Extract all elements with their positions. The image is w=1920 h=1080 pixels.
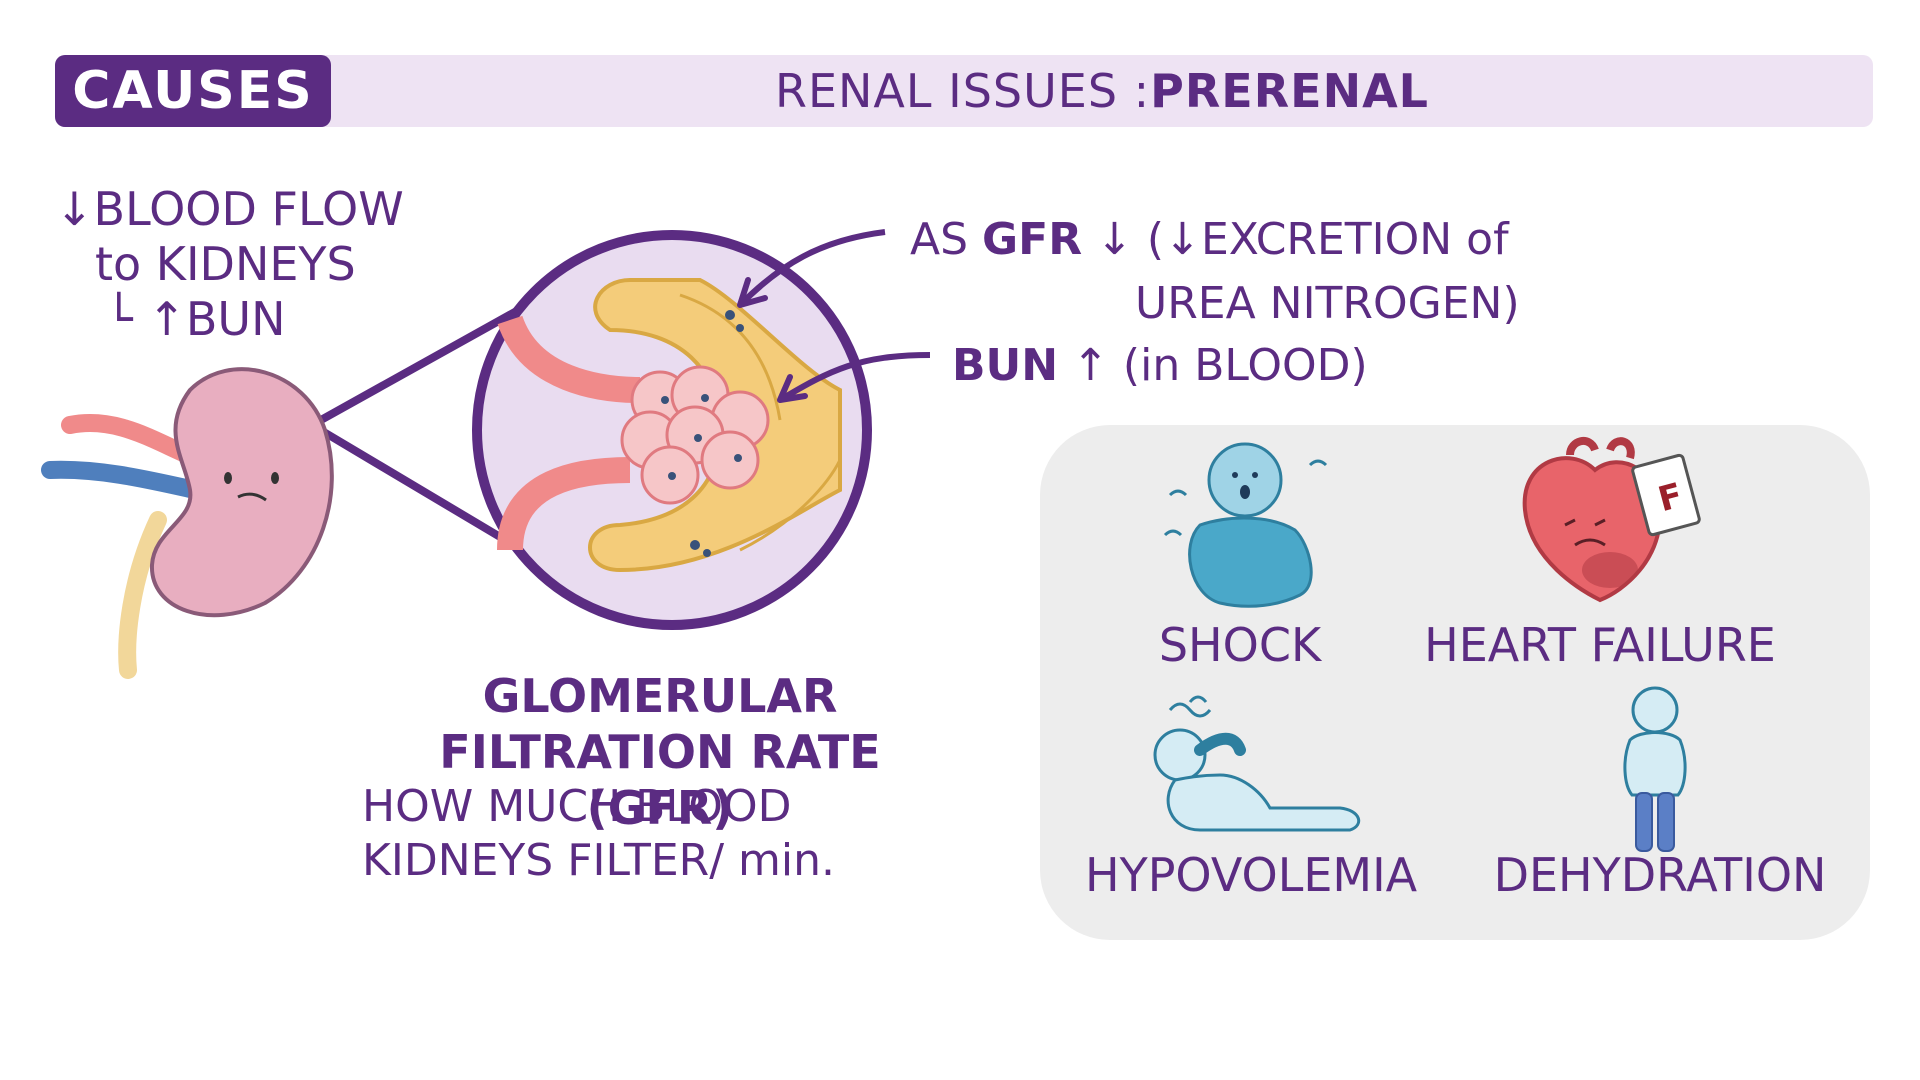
bun-note-suffix: ↑ (in BLOOD) <box>1058 340 1368 391</box>
causes-panel <box>1040 425 1870 940</box>
gfr-title-line2: FILTRATION RATE (GFR) <box>439 725 881 836</box>
gfr-note-gfr: GFR <box>982 214 1083 265</box>
blood-flow-note: ↓BLOOD FLOW to KIDNEYS └ ↑BUN <box>55 182 404 348</box>
page-title: RENAL ISSUES : PRERENAL <box>331 55 1873 127</box>
cause-label-dehydration: DEHYDRATION <box>1493 848 1827 902</box>
dehydrated-figure-icon <box>1623 686 1687 852</box>
causes-tab: CAUSES <box>55 55 331 127</box>
glomerulus-magnifier <box>472 230 872 630</box>
gfr-desc-line2: KIDNEYS FILTER/ min. <box>362 834 835 886</box>
title-bold: PRERENAL <box>1150 64 1429 118</box>
gfr-note-suffix: ↓ (↓EXCRETION of <box>1082 214 1509 265</box>
gfr-definition-title: GLOMERULAR FILTRATION RATE (GFR) <box>370 668 950 836</box>
bun-note-bun: BUN <box>952 340 1059 391</box>
header-band <box>55 55 1873 127</box>
gfr-note-line2: UREA NITROGEN) <box>1135 277 1520 329</box>
gfr-title-line1: GLOMERULAR <box>482 669 838 723</box>
gfr-note-prefix: AS <box>910 214 983 265</box>
annotation-arrows <box>737 229 931 403</box>
shock-figure-icon <box>1163 442 1328 608</box>
gfr-desc-line1: HOW MUCH BLOOD <box>362 781 792 832</box>
gfr-decrease-note: AS GFR ↓ (↓EXCRETION of UREA NITROGEN) <box>910 208 1520 336</box>
gfr-definition-description: HOW MUCH BLOOD KIDNEYS FILTER/ min. <box>362 780 835 887</box>
kidney-icon <box>149 367 334 618</box>
kidney-glomerulus-diagram <box>41 230 872 679</box>
report-card-icon: F <box>1631 453 1701 537</box>
cause-label-hypovolemia: HYPOVOLEMIA <box>1085 848 1418 902</box>
cause-label-heart-failure: HEART FAILURE <box>1424 618 1776 672</box>
bun-increase-note: BUN ↑ (in BLOOD) <box>952 340 1368 393</box>
failing-heart-icon: F <box>1522 437 1701 603</box>
cause-label-shock: SHOCK <box>1158 618 1322 672</box>
kidneys-line: to KIDNEYS <box>95 237 356 292</box>
title-regular: RENAL ISSUES : <box>775 64 1151 118</box>
blood-flow-line: ↓BLOOD FLOW <box>55 182 404 236</box>
fainted-figure-icon <box>1153 695 1361 832</box>
bun-rise-line: └ ↑BUN <box>105 292 286 347</box>
